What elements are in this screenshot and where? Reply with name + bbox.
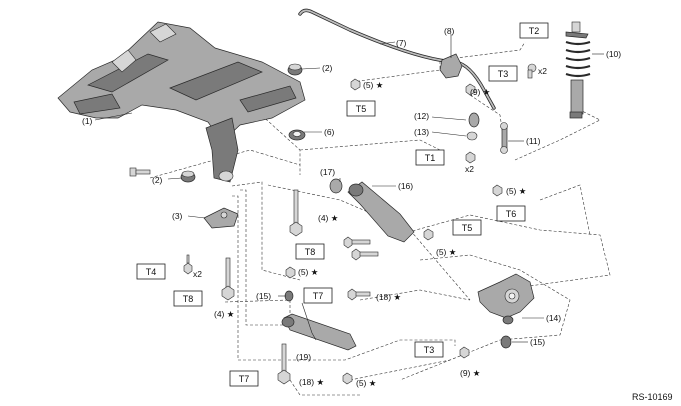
fasteners <box>129 63 537 385</box>
callout-8: (8) <box>444 26 455 36</box>
nut-5c-icon <box>423 228 434 241</box>
callout-labels: (1) (2) (2) (3) (4) ★ (4) ★ (5) ★ (5) ★ … <box>82 26 621 388</box>
bracket-3 <box>203 207 239 229</box>
callout-18a: (18) ★ <box>376 292 401 302</box>
callout-14: (14) <box>546 313 561 323</box>
nut-5d-icon <box>492 184 503 197</box>
bolt-T8a-icon <box>289 189 303 237</box>
lower-arm-19 <box>281 313 357 351</box>
svg-text:T3: T3 <box>424 345 435 355</box>
callout-11: (11) <box>526 136 541 146</box>
callout-7: (7) <box>396 38 407 48</box>
svg-text:T5: T5 <box>356 104 367 114</box>
callout-5b: (5) ★ <box>298 267 319 277</box>
callout-2a: (2) <box>322 63 333 73</box>
nut-5a-icon <box>350 78 361 91</box>
torque-box-T4: T4 <box>136 263 166 280</box>
callout-15b: (15) <box>530 337 545 347</box>
torque-box-T7b: T7 <box>229 370 259 387</box>
torque-box-T8a: T8 <box>295 243 325 260</box>
bolt-2a-icon <box>129 167 151 177</box>
shock-absorber <box>565 21 591 119</box>
callout-5d: (5) ★ <box>506 186 527 196</box>
svg-text:T4: T4 <box>146 267 157 277</box>
svg-text:T8: T8 <box>305 247 316 257</box>
callout-3: (3) <box>172 211 183 221</box>
svg-text:T5: T5 <box>462 223 473 233</box>
nut-5e-icon <box>342 372 353 385</box>
mount-bushings <box>180 63 306 183</box>
torque-box-T7a: T7 <box>303 287 333 304</box>
callout-9b: (9) ★ <box>460 368 481 378</box>
stabilizer-link <box>500 122 508 154</box>
rear-subframe <box>57 21 306 183</box>
bolt-T8b-icon <box>221 257 235 301</box>
callout-5e: (5) ★ <box>356 378 377 388</box>
lateral-link-16 <box>347 181 415 243</box>
nut-9a-icon <box>465 83 476 96</box>
svg-text:T6: T6 <box>506 209 517 219</box>
torque-box-T3a: T3 <box>488 65 518 82</box>
callout-15a: (15) <box>256 291 271 301</box>
quantity-x2c: x2 <box>193 269 202 279</box>
torque-box-T5a: T5 <box>346 100 376 117</box>
bolt-T7b-icon <box>277 343 291 385</box>
svg-text:T3: T3 <box>498 69 509 79</box>
leader-lines <box>94 34 604 343</box>
callout-1: (1) <box>82 116 93 126</box>
torque-box-T1: T1 <box>415 149 445 166</box>
callout-6: (6) <box>324 127 335 137</box>
callout-4a: (4) ★ <box>318 213 339 223</box>
bushing-17 <box>329 178 343 194</box>
svg-text:T8: T8 <box>183 294 194 304</box>
callout-17: (17) <box>320 167 335 177</box>
quantity-x2b: x2 <box>465 164 474 174</box>
callout-12: (12) <box>414 111 429 121</box>
callout-10: (10) <box>606 49 621 59</box>
quantity-x2a: x2 <box>538 66 547 76</box>
torque-box-T6: T6 <box>496 205 526 222</box>
stabilizer-bar <box>298 8 496 110</box>
callout-5a: (5) ★ <box>363 80 384 90</box>
bolt-T4-icon <box>183 254 193 275</box>
bolts-T5b-icon <box>343 236 379 261</box>
rear-housing-14 <box>477 273 535 325</box>
callout-5c: (5) ★ <box>436 247 457 257</box>
callout-18b: (18) ★ <box>299 377 324 387</box>
callout-16: (16) <box>398 181 413 191</box>
callout-13: (13) <box>414 127 429 137</box>
callout-9a: (9) ★ <box>470 87 491 97</box>
callout-2b: (2) <box>152 175 163 185</box>
svg-text:T7: T7 <box>239 374 250 384</box>
callout-4b: (4) ★ <box>214 309 235 319</box>
stabilizer-bushing <box>466 112 480 141</box>
svg-text:T1: T1 <box>425 153 436 163</box>
bolt-T2-icon <box>527 63 537 79</box>
svg-text:T2: T2 <box>529 26 540 36</box>
svg-text:T7: T7 <box>313 291 324 301</box>
bushing-15b <box>500 335 512 349</box>
stabilizer-bracket <box>439 53 463 79</box>
callout-19: (19) <box>296 352 311 362</box>
torque-box-T8b: T8 <box>173 290 203 307</box>
nut-15a-icon <box>284 290 294 302</box>
diagram-reference-id: RS-10169 <box>632 392 673 402</box>
bolt-T1-icon <box>465 151 476 164</box>
nut-9b-icon <box>459 346 470 359</box>
nut-5b-icon <box>285 266 296 279</box>
torque-box-T5b: T5 <box>452 219 482 236</box>
torque-box-T2: T2 <box>519 22 549 39</box>
torque-box-T3b: T3 <box>414 341 444 358</box>
bolt-T7a-icon <box>347 288 371 301</box>
